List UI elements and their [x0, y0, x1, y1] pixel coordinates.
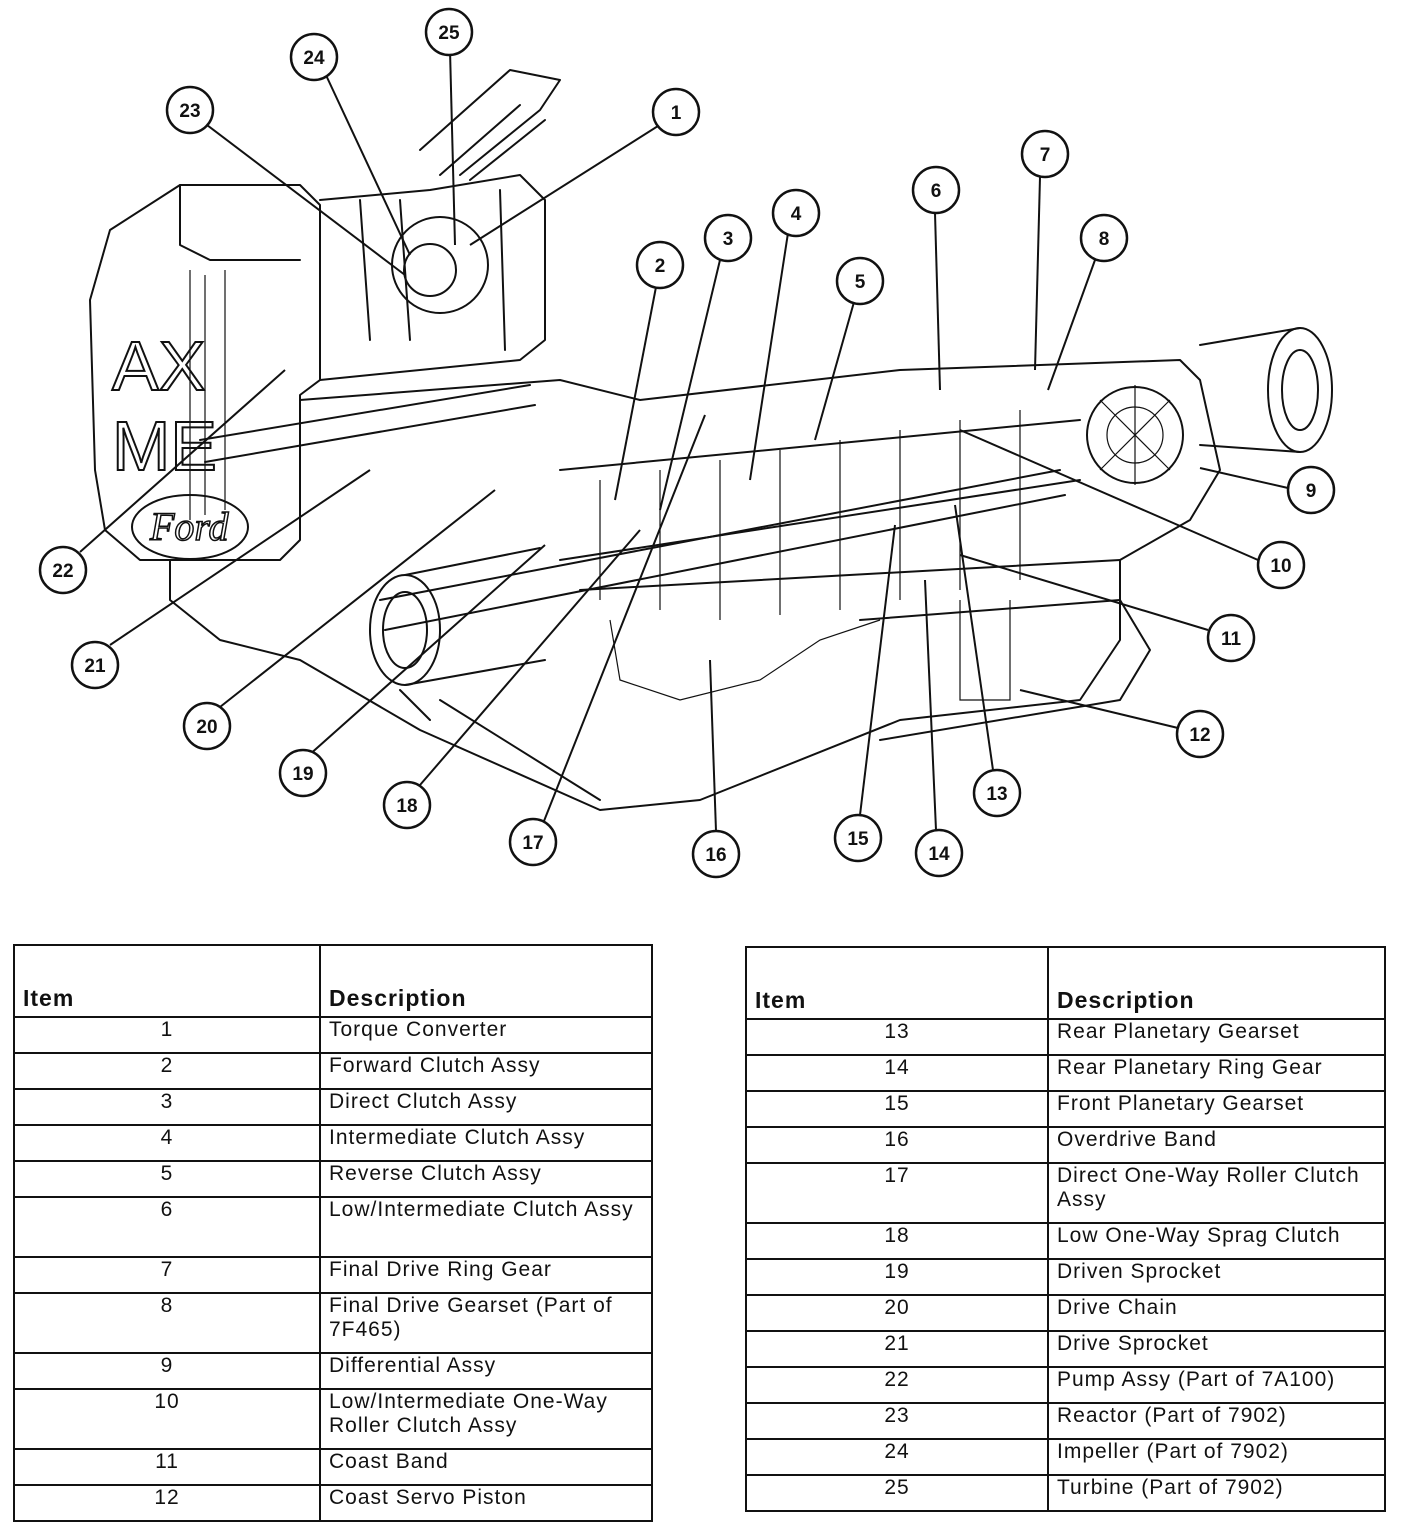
svg-text:15: 15: [847, 829, 869, 850]
callout-7: 7: [1020, 129, 1070, 179]
svg-text:5: 5: [855, 272, 866, 293]
ford-oval-logo: [131, 494, 249, 560]
svg-text:11: 11: [1221, 629, 1242, 650]
svg-text:8: 8: [1099, 229, 1110, 250]
callout-8: 8: [1079, 213, 1129, 263]
svg-text:4: 4: [791, 204, 802, 225]
callout-14: 14: [914, 828, 964, 878]
svg-text:24: 24: [303, 48, 325, 69]
svg-text:20: 20: [196, 717, 217, 738]
housing-lettering-me: ME: [112, 407, 217, 485]
callout-1: 1: [651, 87, 701, 137]
callout-25: 25: [424, 7, 474, 57]
housing-lettering-ax: AX: [112, 327, 205, 405]
svg-text:22: 22: [52, 561, 73, 582]
callout-11: 11: [1206, 613, 1256, 663]
callout-2: 2: [635, 240, 685, 290]
svg-text:6: 6: [931, 181, 942, 202]
column-header-item: Item: [745, 946, 1049, 1020]
svg-text:17: 17: [522, 833, 543, 854]
callout-21: 21: [70, 640, 120, 690]
svg-text:23: 23: [179, 101, 200, 122]
callout-20: 20: [182, 701, 232, 751]
svg-text:13: 13: [986, 784, 1007, 805]
svg-text:3: 3: [723, 229, 734, 250]
callout-13: 13: [972, 768, 1022, 818]
svg-text:2: 2: [655, 256, 666, 277]
callout-24: 24: [289, 32, 339, 82]
callout-18: 18: [382, 780, 432, 830]
callout-16: 16: [691, 829, 741, 879]
callout-3: 3: [703, 213, 753, 263]
callout-6: 6: [911, 165, 961, 215]
svg-text:12: 12: [1189, 725, 1210, 746]
svg-text:19: 19: [292, 764, 313, 785]
callout-leaders: [79, 49, 1289, 832]
callout-5: 5: [835, 256, 885, 306]
svg-text:14: 14: [928, 844, 950, 865]
callout-22: 22: [38, 545, 88, 595]
column-header-item: Item: [13, 944, 321, 1018]
callout-9: 9: [1286, 465, 1336, 515]
ford-logo-text: Ford: [149, 504, 230, 549]
transmission-cutaway-diagram: AX ME Ford: [38, 7, 1336, 879]
callout-17: 17: [508, 817, 558, 867]
callout-19: 19: [278, 748, 328, 798]
callout-10: 10: [1256, 540, 1306, 590]
callout-4: 4: [771, 188, 821, 238]
svg-text:7: 7: [1040, 145, 1051, 166]
svg-text:9: 9: [1306, 481, 1317, 502]
svg-text:1: 1: [671, 103, 682, 124]
svg-text:16: 16: [705, 845, 726, 866]
callout-23: 23: [165, 85, 215, 135]
column-header-description: Description: [319, 944, 653, 1018]
svg-text:25: 25: [438, 23, 460, 44]
svg-text:10: 10: [1270, 556, 1291, 577]
callout-12: 12: [1175, 709, 1225, 759]
column-header-description: Description: [1047, 946, 1386, 1020]
svg-text:21: 21: [84, 656, 106, 677]
callout-15: 15: [833, 813, 883, 863]
transaxle-illustration: AX ME Ford: [89, 69, 1333, 811]
svg-text:18: 18: [396, 796, 417, 817]
